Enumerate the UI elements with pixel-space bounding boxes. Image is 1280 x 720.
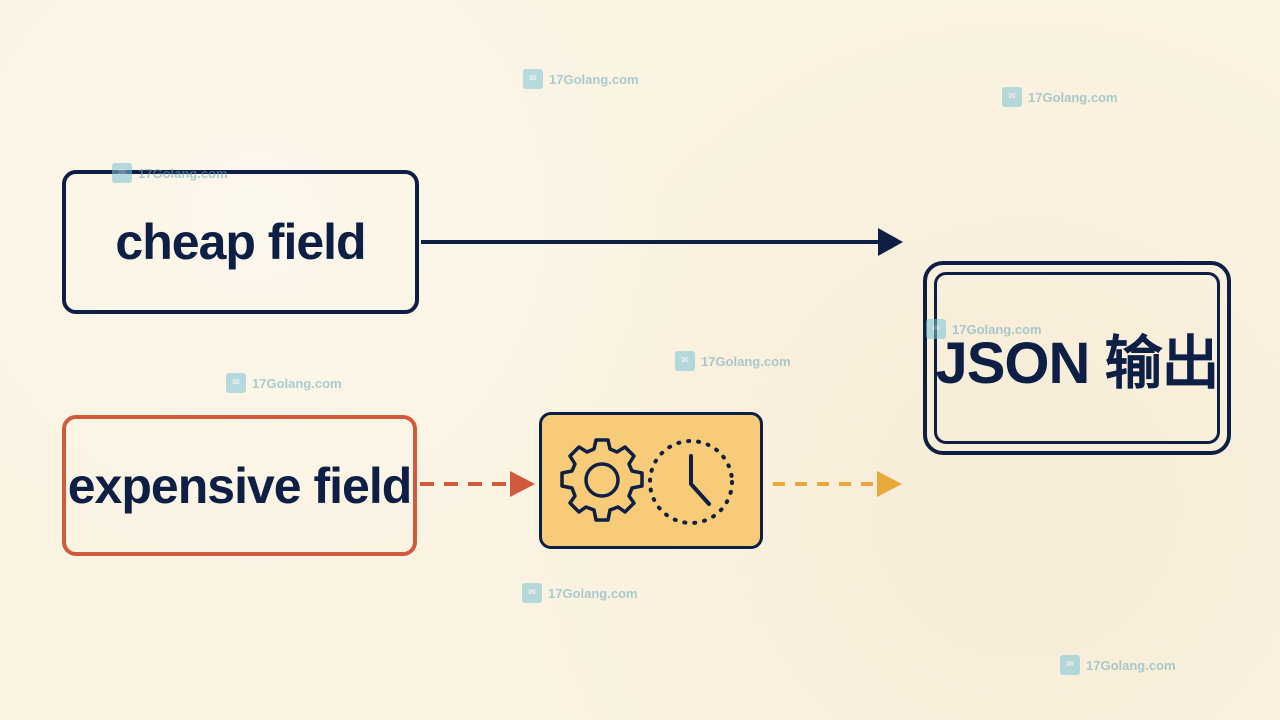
watermark-text: 17Golang.com (952, 321, 1042, 337)
json-output-inner-border (934, 272, 1220, 444)
arrowhead-process-to-output (877, 471, 902, 497)
cheap-field-node: cheap field (62, 170, 419, 314)
17golang-logo-icon: ✉ (523, 69, 543, 89)
clock-icon (648, 439, 734, 525)
watermark: ✉ 17Golang.com (1002, 87, 1118, 107)
17golang-logo-icon: ✉ (926, 319, 946, 339)
watermark-text: 17Golang.com (701, 353, 791, 369)
json-output-node: JSON 输出 (923, 261, 1231, 455)
expensive-field-label: expensive field (67, 457, 412, 514)
processing-icons (560, 438, 734, 525)
17golang-logo-icon: ✉ (1060, 655, 1080, 675)
arrowhead-expensive-to-process (510, 471, 535, 497)
17golang-logo-icon: ✉ (675, 351, 695, 371)
watermark: ✉ 17Golang.com (1060, 655, 1176, 675)
watermark-text: 17Golang.com (1086, 657, 1176, 673)
gear-icon (560, 438, 644, 522)
cheap-field-label: cheap field (115, 214, 366, 270)
17golang-logo-icon: ✉ (226, 373, 246, 393)
expensive-field-node: expensive field (62, 415, 417, 556)
watermark-text: 17Golang.com (138, 165, 228, 181)
watermark: ✉ 17Golang.com (226, 373, 342, 393)
processing-node (539, 412, 763, 549)
arrowhead-cheap-to-output (878, 228, 903, 256)
watermark: ✉ 17Golang.com (675, 351, 791, 371)
watermark: ✉ 17Golang.com (523, 69, 639, 89)
17golang-logo-icon: ✉ (522, 583, 542, 603)
17golang-logo-icon: ✉ (112, 163, 132, 183)
17golang-logo-icon: ✉ (1002, 87, 1022, 107)
watermark-text: 17Golang.com (548, 585, 638, 601)
watermark-text: 17Golang.com (252, 375, 342, 391)
watermark-text: 17Golang.com (1028, 89, 1118, 105)
watermark: ✉ 17Golang.com (522, 583, 638, 603)
watermark-text: 17Golang.com (549, 71, 639, 87)
watermark: ✉ 17Golang.com (926, 319, 1042, 339)
json-output-label: JSON 输出 (935, 331, 1219, 396)
watermark: ✉ 17Golang.com (112, 163, 228, 183)
